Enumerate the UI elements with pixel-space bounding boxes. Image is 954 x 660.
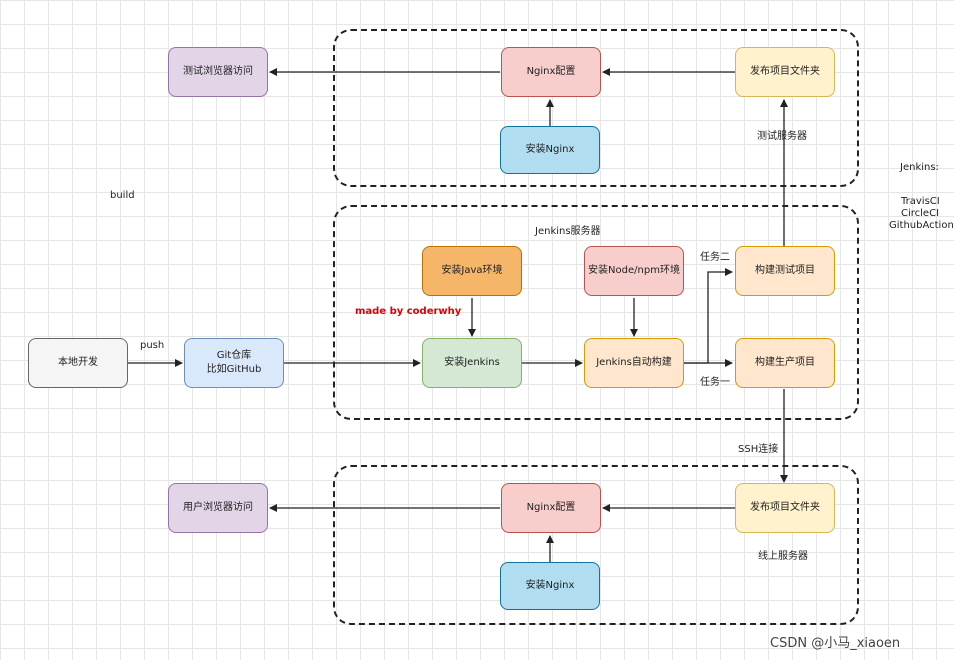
git-repo-node[interactable]: Git仓库 比如GitHub [184,338,284,388]
prod-server-group [333,465,859,625]
user-browser-node[interactable]: 用户浏览器访问 [168,483,268,533]
side-item-circleci: CircleCI [901,208,940,219]
edge-build-to-test [684,268,733,364]
push-label: push [140,340,165,351]
install-java-node[interactable]: 安装Java环境 [422,246,522,296]
install-node-npm-node[interactable]: 安装Node/npm环境 [584,246,684,296]
install-nginx-prod-node[interactable]: 安装Nginx [500,562,600,610]
ssh-label: SSH连接 [738,444,779,455]
publish-folder-prod-node[interactable]: 发布项目文件夹 [735,483,835,533]
jenkins-build-node[interactable]: Jenkins自动构建 [584,338,684,388]
side-item-travisci: TravisCI [901,196,940,207]
prod-server-label: 线上服务器 [758,551,808,562]
side-item-githubactions: GithubActions [889,220,954,231]
test-browser-node[interactable]: 测试浏览器访问 [168,47,268,97]
build-label: build [110,190,135,201]
jenkins-server-label: Jenkins服务器 [535,226,601,237]
nginx-config-prod-node[interactable]: Nginx配置 [501,483,601,533]
nginx-config-test-node[interactable]: Nginx配置 [501,47,601,97]
test-server-group [333,29,859,187]
task-two-label: 任务二 [700,252,730,263]
install-jenkins-node[interactable]: 安装Jenkins [422,338,522,388]
build-test-node[interactable]: 构建测试项目 [735,246,835,296]
watermark: CSDN @小马_xiaoen [770,636,901,651]
task-one-label: 任务一 [700,377,730,388]
made-by-label: made by coderwhy [355,306,462,317]
local-dev-node[interactable]: 本地开发 [28,338,128,388]
build-prod-node[interactable]: 构建生产项目 [735,338,835,388]
jenkins-server-group [333,205,859,420]
test-server-label: 测试服务器 [757,131,807,142]
publish-folder-test-node[interactable]: 发布项目文件夹 [735,47,835,97]
install-nginx-test-node[interactable]: 安装Nginx [500,126,600,174]
side-title: Jenkins: [900,162,939,173]
